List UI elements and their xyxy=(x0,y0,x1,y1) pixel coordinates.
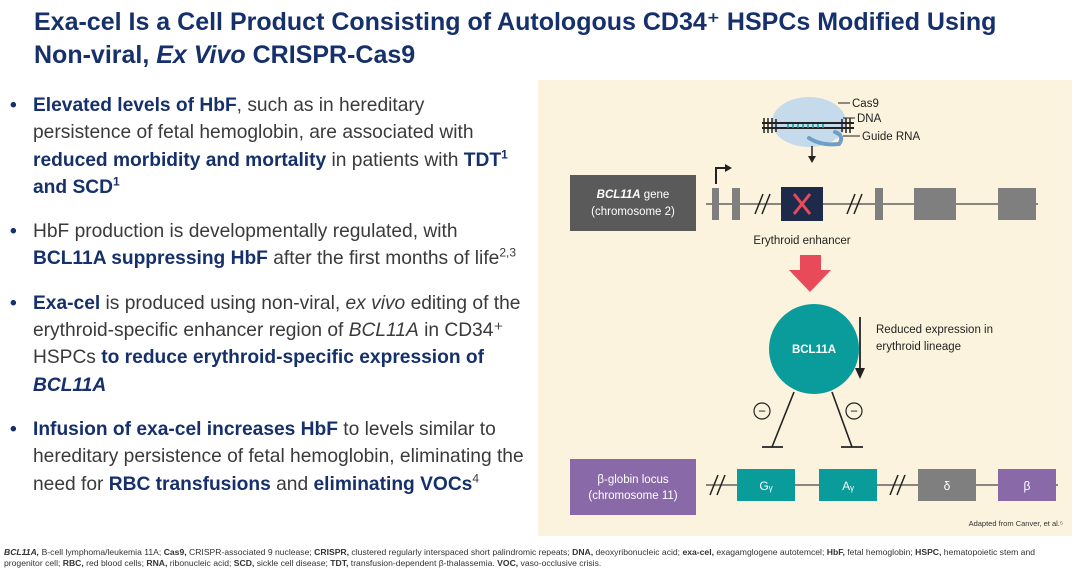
dna-helix-rungs xyxy=(763,118,851,133)
inhibition-line-left xyxy=(771,391,795,448)
gap-break-icon xyxy=(754,193,771,215)
gap-break-icon xyxy=(889,474,906,496)
bullet-item: •Elevated levels of HbF, such as in here… xyxy=(10,92,525,201)
exon-1 xyxy=(712,188,719,220)
title-line-2: Non-viral, Ex Vivo CRISPR-Cas9 xyxy=(34,41,416,69)
exon-2 xyxy=(732,188,740,220)
exon-5 xyxy=(998,188,1036,220)
bullet-list: •Elevated levels of HbF, such as in here… xyxy=(10,92,525,515)
globin-box-chromosome: (chromosome 11) xyxy=(588,490,677,502)
bcl11a-protein-circle xyxy=(769,304,859,394)
reduction-arrow-icon xyxy=(789,255,831,292)
cas9-complex-icon xyxy=(762,97,860,147)
cas9-label: Cas9 xyxy=(852,98,879,110)
minus-sign: − xyxy=(850,404,858,419)
beta-label: β xyxy=(1024,479,1031,493)
slide-title: Exa-cel Is a Cell Product Consisting of … xyxy=(34,6,1064,72)
delta-label: δ xyxy=(944,479,951,493)
bullet-dot: • xyxy=(10,221,17,243)
beta-gene xyxy=(998,469,1056,501)
diagram-panel: Cas9 DNA Guide RNA BCL11A gene (chromoso… xyxy=(538,80,1072,536)
promoter-arrow-icon xyxy=(715,167,727,184)
dna-label: DNA xyxy=(857,113,882,125)
gap-break-icon xyxy=(846,193,863,215)
delta-gene xyxy=(918,469,976,501)
bullet-dot: • xyxy=(10,292,17,314)
guide-rna-strand xyxy=(807,130,844,147)
bcl11a-diagram: Cas9 DNA Guide RNA BCL11A gene (chromoso… xyxy=(570,97,1063,528)
inhibition-line-right xyxy=(831,391,853,448)
minus-sign: − xyxy=(758,404,766,419)
g-gamma-label: Gᵧ xyxy=(759,479,772,493)
bullet-item: •HbF production is developmentally regul… xyxy=(10,218,525,273)
cas9-arrowhead xyxy=(808,156,816,163)
minus-circle-icon xyxy=(753,402,771,420)
bullet-dot: • xyxy=(10,95,17,116)
guide-rna-label: Guide RNA xyxy=(862,131,920,143)
bcl11a-circle-label: BCL11A xyxy=(792,344,836,356)
g-gamma-gene xyxy=(737,469,795,501)
gene-box-chromosome: (chromosome 2) xyxy=(591,206,675,218)
guide-rna-rungs xyxy=(787,124,824,128)
adapted-from-credit: Adapted from Canver, et al.⁵ xyxy=(969,519,1063,528)
down-arrowhead-icon xyxy=(855,368,865,379)
reduced-expression-line2: erythroid lineage xyxy=(876,341,961,353)
gap-break-icon xyxy=(709,474,726,496)
bullet-item: •Infusion of exa-cel increases HbF to le… xyxy=(10,416,525,498)
title-line-1: Exa-cel Is a Cell Product Consisting of … xyxy=(34,8,997,36)
bcl11a-gene-box xyxy=(570,175,696,231)
abbreviations-footnote: BCL11A, B-cell lymphoma/leukemia 11A; Ca… xyxy=(4,547,1036,568)
beta-globin-locus-box xyxy=(570,459,696,515)
reduced-expression-line1: Reduced expression in xyxy=(876,324,993,336)
exon-3 xyxy=(875,188,883,220)
gene-box-label: BCL11A gene xyxy=(597,189,670,201)
bullet-dot: • xyxy=(10,418,17,440)
erythroid-enhancer-label: Erythroid enhancer xyxy=(753,235,850,247)
exon-4 xyxy=(914,188,956,220)
a-gamma-gene xyxy=(819,469,877,501)
globin-box-label: β-globin locus xyxy=(597,474,668,486)
a-gamma-label: Aᵧ xyxy=(842,479,854,493)
bullet-item: •Exa-cel is produced using non-viral, ex… xyxy=(10,290,525,399)
minus-circle-icon xyxy=(845,402,863,420)
cut-x-icon xyxy=(792,193,812,215)
